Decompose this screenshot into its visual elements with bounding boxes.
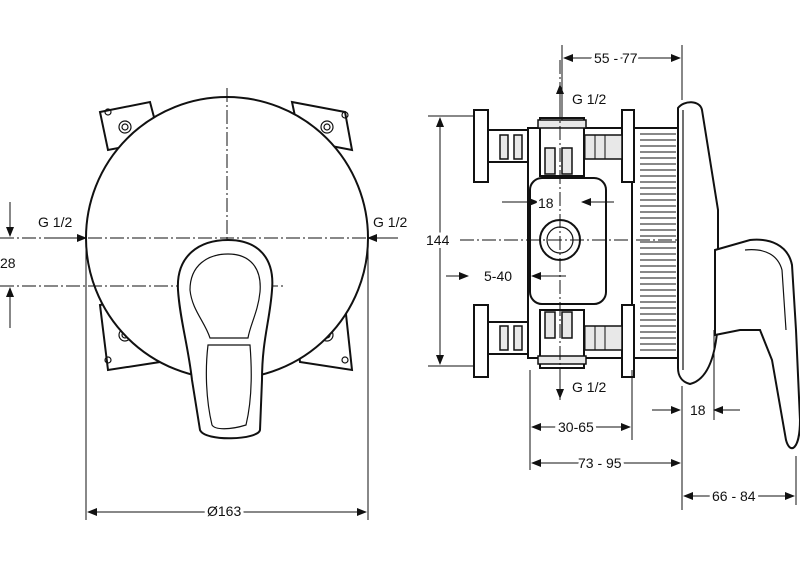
dim-total-label: 66 - 84 — [712, 488, 756, 504]
outlet-bottom-label: G 1/2 — [572, 379, 606, 395]
dimension-port: 18 — [502, 193, 614, 214]
dimension-total: 66 - 84 — [683, 456, 797, 507]
threaded-sleeve — [631, 127, 679, 359]
port-top — [537, 117, 587, 177]
dim-port-label: 18 — [538, 195, 554, 211]
port-bottom — [537, 309, 587, 369]
dim-diameter-label: Ø163 — [207, 503, 241, 519]
flange-top — [473, 109, 635, 183]
outlet-top-label: G 1/2 — [572, 91, 606, 107]
dimension-top-width: 55 - 77 — [561, 45, 683, 120]
dimension-handle: 18 — [652, 330, 740, 420]
dim-cover-label: 5-40 — [484, 268, 512, 284]
inlet-left-label: G 1/2 — [38, 214, 72, 230]
side-view: G 1/2 G 1/2 55 - 77 144 18 5-40 — [423, 45, 800, 510]
dimension-diameter: Ø163 — [85, 238, 369, 522]
dim-body-label: 73 - 95 — [578, 455, 622, 471]
flange-bottom — [473, 304, 635, 378]
front-view: G 1/2 G 1/2 28 Ø163 — [0, 88, 407, 522]
inlet-right-label: G 1/2 — [373, 214, 407, 230]
lever-handle — [176, 238, 274, 440]
dimension-offset: 28 — [0, 202, 16, 328]
side-cover-plate — [677, 101, 719, 386]
dim-mount-label: 30-65 — [558, 419, 594, 435]
dim-top-width-label: 55 - 77 — [594, 50, 638, 66]
dimension-mount: 30-65 — [529, 370, 633, 470]
dim-offset-label: 28 — [0, 255, 16, 271]
side-lever-handle — [714, 238, 800, 450]
dim-height-label: 144 — [426, 232, 450, 248]
dimension-body: 73 - 95 — [531, 386, 683, 510]
dim-handle-label: 18 — [690, 402, 706, 418]
dimension-cover: 5-40 — [446, 268, 566, 284]
dimension-height: 144 — [423, 115, 474, 367]
